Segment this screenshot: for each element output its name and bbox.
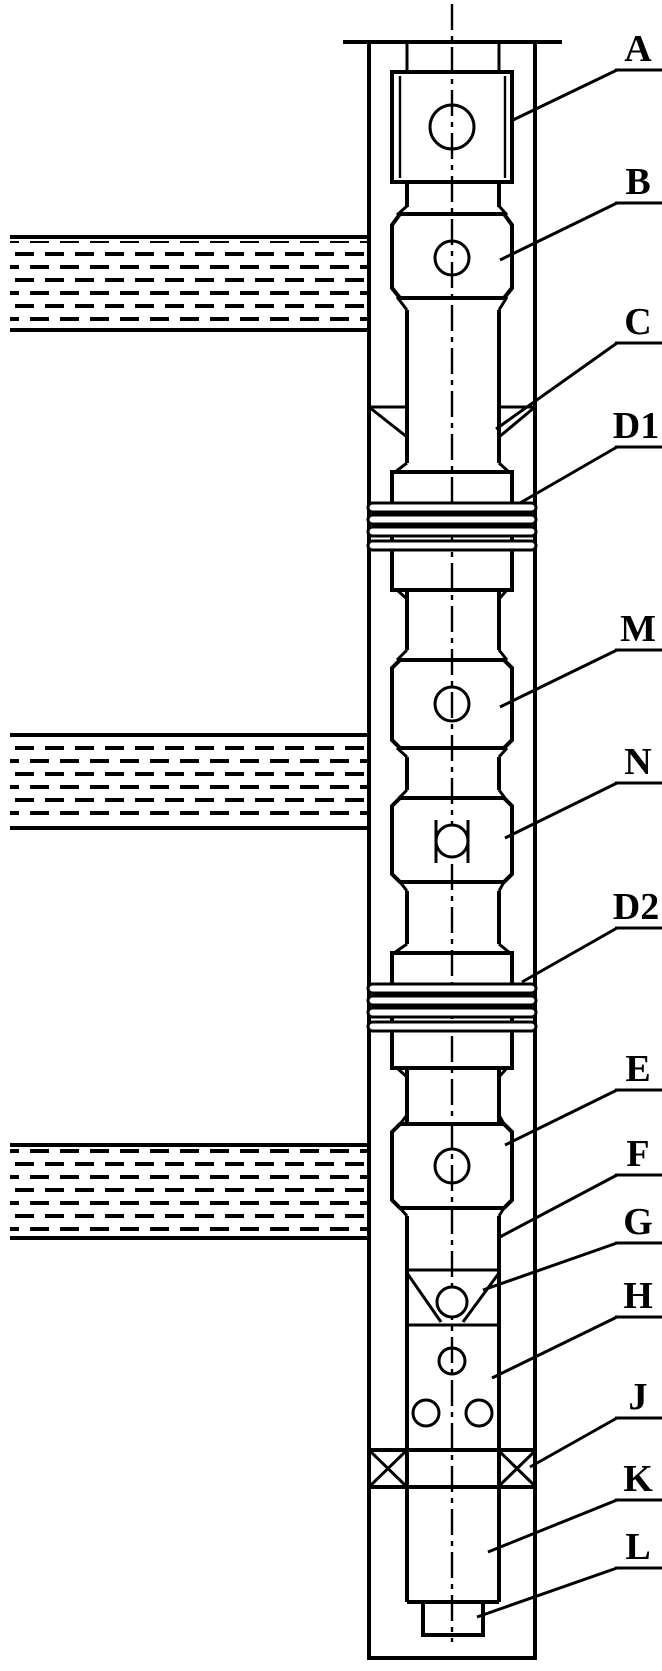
packer-d2-ring-2	[366, 994, 538, 1007]
packer-d1-ring-4	[366, 539, 538, 552]
label-b: B	[499, 161, 662, 262]
label-b-text: B	[625, 161, 650, 203]
element-c-braces	[368, 405, 536, 439]
label-n: N	[504, 741, 662, 840]
tail-pipe-k-l	[407, 1600, 499, 1637]
label-j-leader	[529, 1416, 618, 1469]
tool-e-port	[433, 1147, 471, 1185]
zone1-hatch	[10, 241, 367, 326]
label-d1: D1	[519, 405, 662, 505]
label-d2: D2	[521, 886, 662, 984]
anchor-j-cross-left	[367, 1448, 409, 1489]
zone2-hatch	[10, 739, 367, 824]
label-d2-leader	[521, 926, 618, 984]
ball-seat-g-ball	[435, 1285, 469, 1319]
perforation-zone-3	[10, 1143, 367, 1240]
perforation-zone-1	[10, 235, 367, 332]
label-l: L	[476, 1526, 662, 1619]
perforation-zone-2	[10, 733, 367, 830]
tool-b-port	[433, 239, 471, 277]
label-c-text: C	[624, 301, 651, 343]
label-m-leader	[499, 648, 618, 709]
anchor-j-cross-right	[496, 1448, 538, 1489]
label-g: G	[482, 1201, 662, 1292]
tool-b	[390, 212, 514, 300]
packer-d2-ring-1	[366, 982, 538, 995]
anchor-j-rails	[369, 1448, 535, 1489]
ported-sub-h	[411, 1346, 494, 1428]
label-g-text: G	[623, 1201, 653, 1243]
element-c	[368, 405, 536, 439]
label-h-leader	[491, 1315, 618, 1380]
label-d1-leader	[519, 445, 618, 505]
label-l-leader	[476, 1566, 618, 1619]
packer-d1-ring-2	[366, 513, 538, 526]
wellbore	[343, 40, 562, 1660]
tool-a	[390, 70, 514, 184]
tubing-necks	[405, 182, 501, 1602]
tool-a-body	[390, 70, 514, 184]
tubing-shoulders	[393, 204, 511, 1217]
label-h: H	[491, 1275, 662, 1380]
tool-e	[390, 1122, 514, 1210]
label-n-leader	[504, 781, 618, 840]
packer-d2-ring-3	[366, 1006, 538, 1019]
label-k: K	[487, 1458, 662, 1554]
label-l-text: L	[625, 1526, 650, 1568]
packer-d1	[366, 470, 538, 592]
ported-sub-h-hole-2	[411, 1398, 441, 1428]
tool-n-valve-ball	[434, 823, 470, 859]
tool-m	[390, 658, 514, 750]
label-a: A	[512, 28, 662, 122]
label-f: F	[497, 1133, 662, 1240]
label-m-text: M	[620, 608, 656, 650]
label-c: C	[495, 301, 662, 431]
label-c-leader	[495, 341, 618, 431]
label-e-text: E	[625, 1048, 650, 1090]
label-e: E	[504, 1048, 662, 1147]
label-d2-text: D2	[613, 886, 659, 928]
anchor-j	[367, 1448, 538, 1489]
tool-n	[390, 796, 514, 884]
ball-seat-g-funnel	[405, 1268, 501, 1327]
packer-d2	[366, 951, 538, 1070]
tool-m-port	[433, 685, 471, 723]
tool-a-coupling-lines	[398, 76, 507, 178]
ported-sub-h-hole-3	[464, 1398, 494, 1428]
label-j: J	[529, 1376, 662, 1469]
label-f-text: F	[626, 1133, 649, 1175]
label-m: M	[499, 608, 662, 709]
tool-m-body	[390, 658, 514, 750]
label-n-text: N	[624, 741, 651, 783]
label-f-leader	[497, 1173, 618, 1240]
label-a-leader	[512, 68, 618, 122]
label-k-text: K	[623, 1458, 653, 1500]
packer-d2-ring-4	[366, 1020, 538, 1033]
ported-sub-h-hole-1	[437, 1346, 467, 1376]
tool-b-body	[390, 212, 514, 300]
tool-n-body	[390, 796, 514, 884]
tubing-string	[393, 42, 511, 1602]
packer-d1-ring-3	[366, 525, 538, 538]
zone3-hatch	[10, 1149, 367, 1234]
label-e-leader	[504, 1088, 618, 1147]
label-a-text: A	[624, 28, 652, 70]
label-k-leader	[487, 1498, 618, 1554]
hanger-pipes	[405, 42, 501, 72]
label-j-text: J	[629, 1376, 648, 1418]
label-g-leader	[482, 1241, 618, 1292]
packer-d1-ring-1	[366, 501, 538, 514]
label-h-text: H	[623, 1275, 653, 1317]
ball-seat-g	[405, 1268, 501, 1327]
casing-walls	[367, 42, 537, 1658]
label-b-leader	[499, 201, 618, 262]
plug-l-body	[421, 1600, 485, 1637]
tool-a-port	[428, 103, 476, 151]
tool-e-body	[390, 1122, 514, 1210]
label-d1-text: D1	[613, 405, 659, 447]
labels: A B C D1 M N D2	[476, 28, 662, 1619]
